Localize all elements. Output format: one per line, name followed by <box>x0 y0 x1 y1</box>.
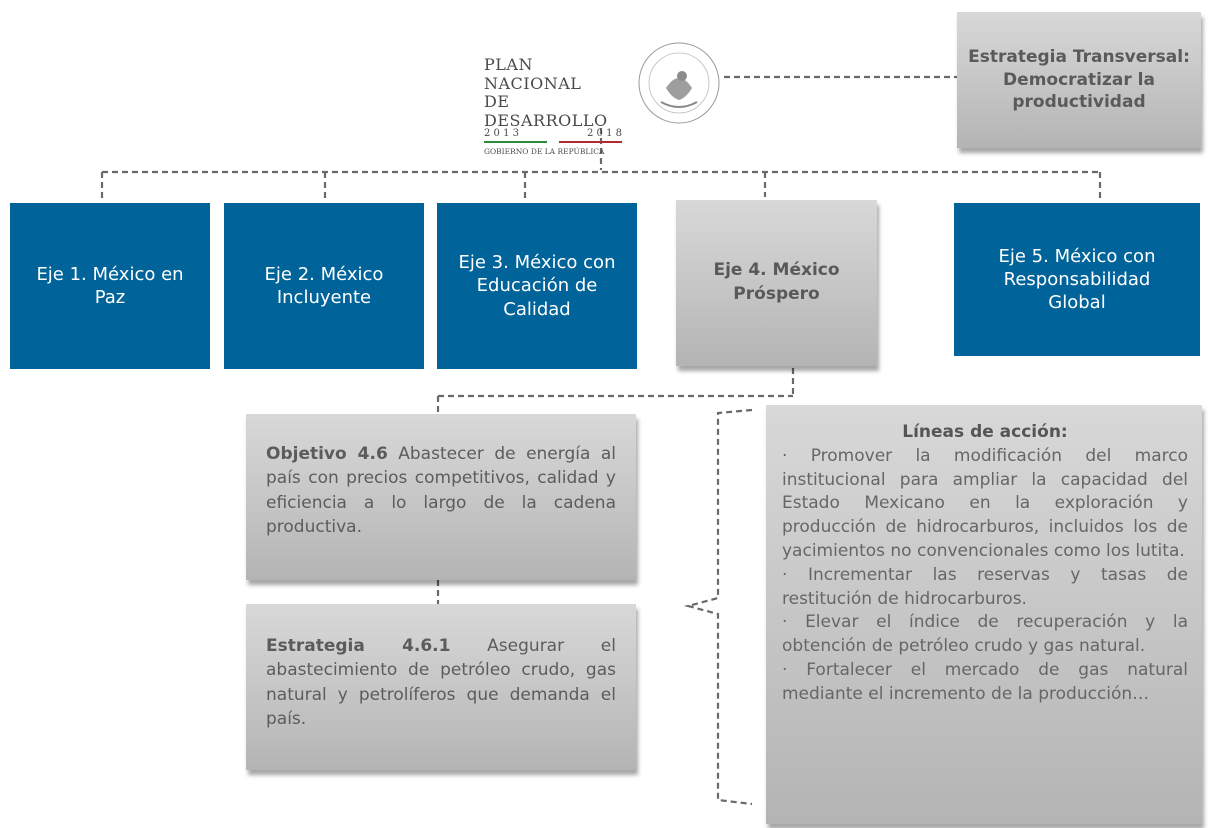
objetivo-text: Abastecer de energía al país con precios… <box>266 444 616 537</box>
logo-years: 2 0 1 3 2 0 1 8 <box>484 128 622 139</box>
estrategia-code: Estrategia 4.6.1 <box>266 636 451 656</box>
logo-year-start: 2 0 1 3 <box>484 128 519 139</box>
linea-item: · Promover la modificación del marco ins… <box>782 445 1188 561</box>
lineas-title: Líneas de acción: <box>902 422 1068 442</box>
logo-line3: GOBIERNO DE LA REPÚBLICA <box>484 147 605 156</box>
estrategia-transversal-text: Estrategia Transversal: Democratizar la … <box>968 46 1190 113</box>
logo-line1: PLAN NACIONAL <box>484 55 582 93</box>
lineas-de-accion-box: Líneas de acción: · Promover la modifica… <box>766 405 1202 824</box>
coat-of-arms-seal <box>638 42 720 124</box>
eje-4-label: Eje 4. México Próspero <box>713 260 840 304</box>
logo-line2: DE DESARROLLO <box>484 92 608 130</box>
eje-3-box: Eje 3. México con Educación de Calidad <box>437 203 637 369</box>
linea-item: · Fortalecer el mercado de gas natural m… <box>782 659 1188 704</box>
logo-tricolor <box>484 141 623 143</box>
eje-1-box: Eje 1. México en Paz <box>10 203 210 369</box>
logo-year-end: 2 0 1 8 <box>587 128 622 139</box>
eje-4-box: Eje 4. México Próspero <box>676 200 877 366</box>
eje-5-label: Eje 5. México con Responsabilidad Global <box>998 245 1156 314</box>
objetivo-box: Objetivo 4.6 Abastecer de energía al paí… <box>246 414 636 580</box>
estrategia-text: Asegurar el abastecimiento de petróleo c… <box>266 636 616 729</box>
eje-2-label: Eje 2. México Incluyente <box>264 263 384 308</box>
eje-3-label: Eje 3. México con Educación de Calidad <box>458 252 616 320</box>
linea-item: · Incrementar las reservas y tasas de re… <box>782 564 1188 609</box>
estrategia-box: Estrategia 4.6.1 Asegurar el abastecimie… <box>246 604 636 770</box>
pnd-logo: PLAN NACIONAL DE DESARROLLO 2 0 1 3 2 0 … <box>484 55 634 156</box>
eje-2-box: Eje 2. México Incluyente <box>224 203 424 369</box>
objetivo-code: Objetivo 4.6 <box>266 444 388 464</box>
linea-item: · Elevar el índice de recuperación y la … <box>782 612 1188 657</box>
eje-1-label: Eje 1. México en Paz <box>36 263 184 308</box>
eje-5-box: Eje 5. México con Responsabilidad Global <box>954 203 1200 356</box>
estrategia-transversal-box: Estrategia Transversal: Democratizar la … <box>957 12 1201 148</box>
